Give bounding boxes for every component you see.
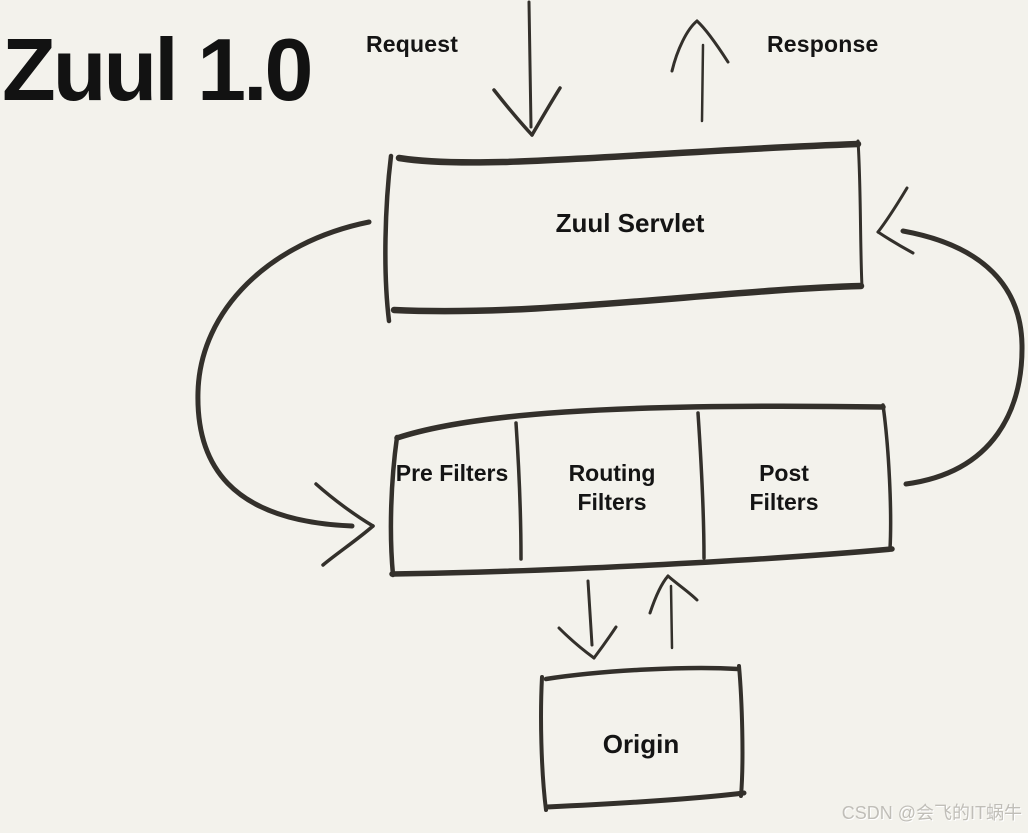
origin-box	[539, 664, 747, 812]
filters-divider-2	[696, 411, 706, 560]
response-label: Response	[767, 31, 879, 57]
page-title: Zuul 1.0	[2, 20, 313, 119]
request-label: Request	[366, 31, 459, 57]
routing-filters-node-label: Routing Filters	[568, 460, 656, 515]
post-filters-node-label: Post Filters	[749, 460, 819, 515]
zuul-servlet-box	[383, 139, 865, 324]
zuul-servlet-node-label: Zuul Servlet	[555, 208, 705, 238]
left-loop-arrow	[195, 219, 375, 567]
filters-divider-1	[514, 421, 523, 561]
filters-to-origin-arrow	[557, 579, 618, 660]
pre-filters-node-label: Pre Filters	[395, 460, 509, 486]
filters-box	[388, 403, 895, 578]
right-loop-arrow	[876, 186, 1025, 487]
origin-node-label: Origin	[602, 729, 680, 759]
request-arrow	[492, 0, 562, 137]
csdn-watermark: CSDN @会飞的IT蜗牛	[841, 803, 1022, 823]
response-arrow	[670, 19, 730, 123]
origin-to-filters-arrow	[648, 574, 699, 650]
